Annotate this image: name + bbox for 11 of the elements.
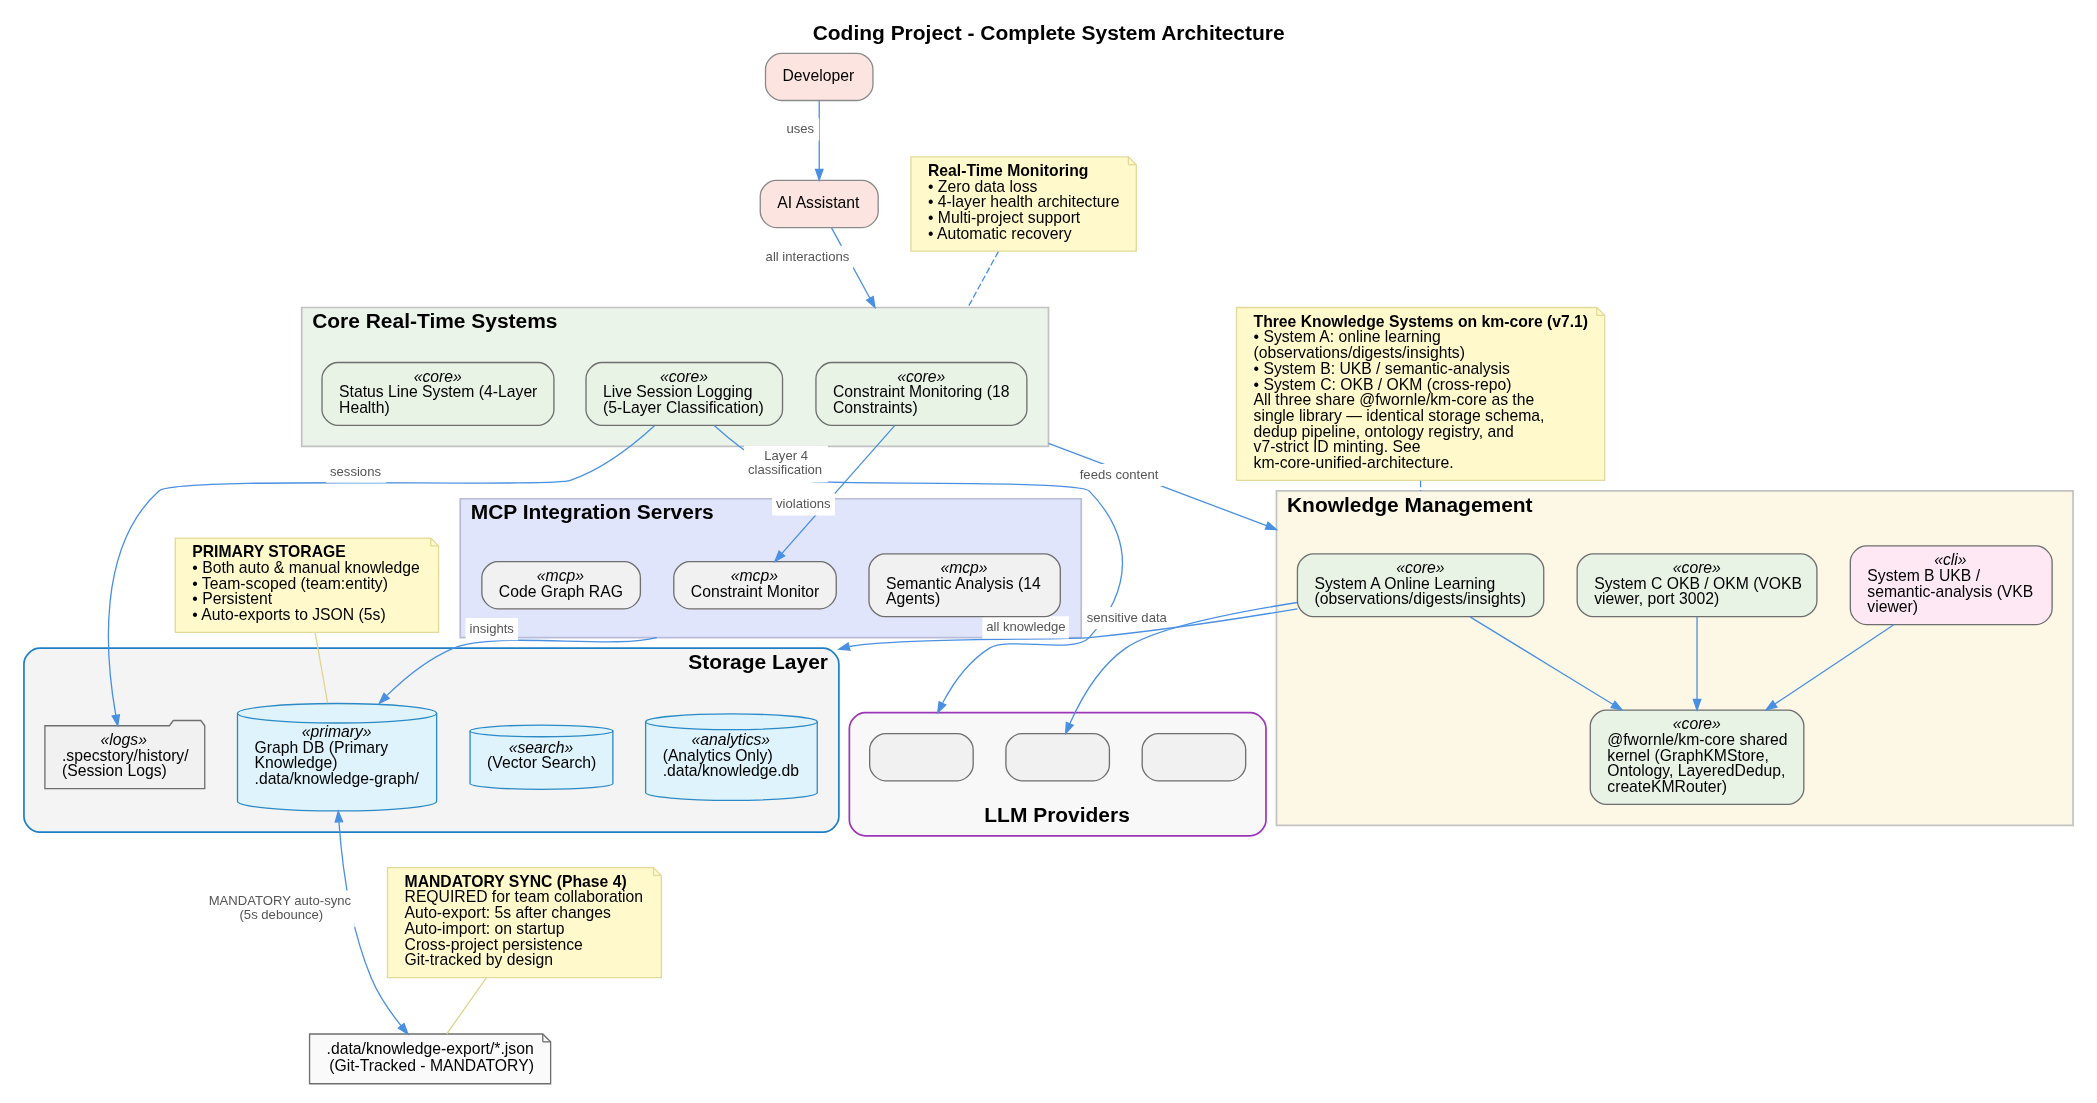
edge-label: MANDATORY auto-sync (5s debounce) (208, 892, 352, 923)
edge-label: violations (776, 496, 831, 512)
edge-label: insights (469, 621, 514, 637)
edge-label: uses (786, 121, 815, 137)
edge-label: sessions (330, 463, 381, 479)
edge-label: sensitive data (1086, 610, 1167, 626)
edge-label: all knowledge (986, 619, 1066, 635)
diagram-title: Coding Project - Complete System Architecture (812, 20, 1285, 44)
edge-label: Layer 4 classification (747, 448, 823, 478)
edge-label: feeds content (1079, 467, 1159, 483)
edge-label: all interactions (765, 248, 850, 264)
